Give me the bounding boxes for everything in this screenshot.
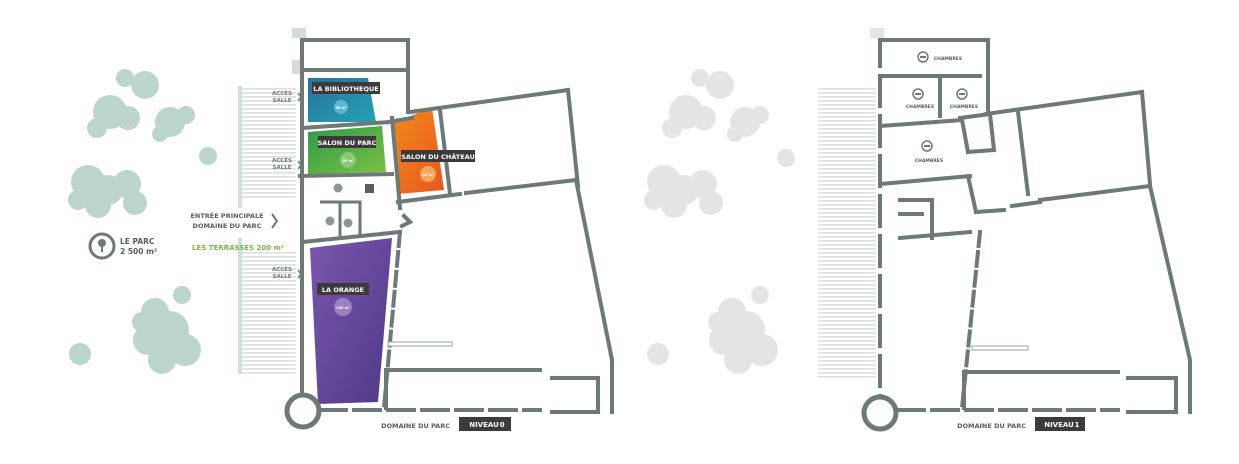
bed-icon bbox=[956, 88, 968, 100]
svg-text:SALLE: SALLE bbox=[273, 274, 292, 280]
park-label: LE PARC 2 500 m² bbox=[88, 232, 157, 260]
svg-text:0: 0 bbox=[500, 421, 505, 429]
chambre-1[interactable]: CHAMBRES bbox=[917, 51, 962, 63]
label-salon-du-chateau: SALON DU CHÂTEAU 45 m² bbox=[401, 150, 475, 182]
chambre-4[interactable]: CHAMBRES bbox=[915, 140, 943, 164]
label-la-orange: LA ORANGE 156 m² bbox=[317, 283, 369, 316]
access-label-2: ACCÈS SALLE bbox=[272, 156, 302, 171]
accessibility-icon bbox=[365, 184, 374, 193]
level-1-walls bbox=[877, 34, 1192, 414]
park-trees-grey bbox=[644, 69, 795, 374]
wc-icon bbox=[333, 183, 343, 193]
level-1-footer: DOMAINE DU PARC NIVEAU 1 bbox=[957, 417, 1085, 431]
park-area: 2 500 m² bbox=[120, 247, 157, 256]
svg-text:ENTRÉE PRINCIPALE: ENTRÉE PRINCIPALE bbox=[190, 211, 263, 220]
bench bbox=[971, 345, 1029, 351]
svg-text:CHAMBRES: CHAMBRES bbox=[950, 104, 978, 110]
level-0-footer: DOMAINE DU PARC NIVEAU 0 bbox=[381, 417, 511, 431]
svg-text:30 m²: 30 m² bbox=[335, 106, 347, 110]
svg-text:NIVEAU: NIVEAU bbox=[1044, 421, 1074, 429]
park-name: LE PARC bbox=[120, 237, 155, 246]
svg-text:LA BIBLIOTHEQUE: LA BIBLIOTHEQUE bbox=[313, 85, 378, 93]
svg-text:SALLE: SALLE bbox=[273, 165, 292, 171]
tower-circle bbox=[861, 394, 899, 432]
terraces-label: LES TERRASSES 200 m² bbox=[192, 244, 284, 252]
svg-text:SALON DU PARC: SALON DU PARC bbox=[318, 139, 377, 147]
svg-text:ACCÈS: ACCÈS bbox=[272, 156, 292, 164]
main-entrance-label: ENTRÉE PRINCIPALE DOMAINE DU PARC LES TE… bbox=[190, 208, 290, 252]
svg-text:ACCÈS: ACCÈS bbox=[272, 265, 292, 273]
svg-text:LA ORANGE: LA ORANGE bbox=[322, 286, 364, 294]
level-badge bbox=[459, 417, 511, 431]
svg-text:SALLE: SALLE bbox=[273, 98, 292, 104]
terrace-strip-bottom bbox=[238, 250, 296, 374]
tower-circle bbox=[284, 392, 322, 430]
svg-text:NIVEAU: NIVEAU bbox=[469, 421, 499, 429]
access-label-1: ACCÈS SALLE bbox=[272, 89, 302, 104]
chevron-right-icon bbox=[271, 213, 279, 229]
svg-text:CHAMBRES: CHAMBRES bbox=[934, 56, 962, 62]
level-0-plan: LE PARC 2 500 m² ACCÈS SALLE ACCÈS SALLE… bbox=[68, 28, 614, 431]
wc-icon bbox=[343, 218, 353, 228]
svg-text:DOMAINE DU PARC: DOMAINE DU PARC bbox=[193, 222, 262, 230]
chambre-2[interactable]: CHAMBRES bbox=[906, 88, 934, 110]
service-icons bbox=[325, 183, 374, 228]
level-0-walls bbox=[297, 34, 614, 414]
svg-text:1: 1 bbox=[1075, 421, 1080, 429]
access-label-3: ACCÈS SALLE bbox=[272, 265, 302, 280]
park-trees bbox=[68, 69, 217, 374]
bed-icon bbox=[921, 140, 933, 152]
bed-icon bbox=[912, 88, 924, 100]
level-1-plan: CHAMBRES CHAMBRES CHAMBRES CHAMBRES DOMA… bbox=[644, 28, 1192, 432]
bench bbox=[387, 341, 453, 347]
room-la-orange[interactable] bbox=[310, 238, 392, 404]
svg-text:DOMAINE DU PARC: DOMAINE DU PARC bbox=[957, 422, 1026, 430]
svg-text:156 m²: 156 m² bbox=[336, 306, 350, 310]
terrace-strip-level-1 bbox=[818, 86, 876, 378]
level-0-service-walls bbox=[320, 200, 362, 236]
label-bibliotheque: LA BIBLIOTHEQUE 30 m² bbox=[312, 82, 380, 114]
wc-icon bbox=[325, 216, 335, 226]
svg-text:ACCÈS: ACCÈS bbox=[272, 89, 292, 97]
park-tree-icon bbox=[88, 232, 116, 260]
svg-text:45 m²: 45 m² bbox=[422, 173, 434, 177]
chambre-3[interactable]: CHAMBRES bbox=[950, 88, 978, 110]
svg-text:SALON DU CHÂTEAU: SALON DU CHÂTEAU bbox=[401, 152, 475, 161]
level-badge bbox=[1035, 417, 1085, 431]
svg-text:DOMAINE DU PARC: DOMAINE DU PARC bbox=[381, 422, 450, 430]
svg-text:CHAMBRES: CHAMBRES bbox=[915, 158, 943, 164]
label-salon-du-parc: SALON DU PARC 50 m² bbox=[318, 136, 377, 168]
bed-icon bbox=[917, 51, 929, 63]
svg-text:CHAMBRES: CHAMBRES bbox=[906, 104, 934, 110]
svg-text:50 m²: 50 m² bbox=[342, 159, 354, 163]
terrace-strip-top bbox=[238, 86, 296, 198]
